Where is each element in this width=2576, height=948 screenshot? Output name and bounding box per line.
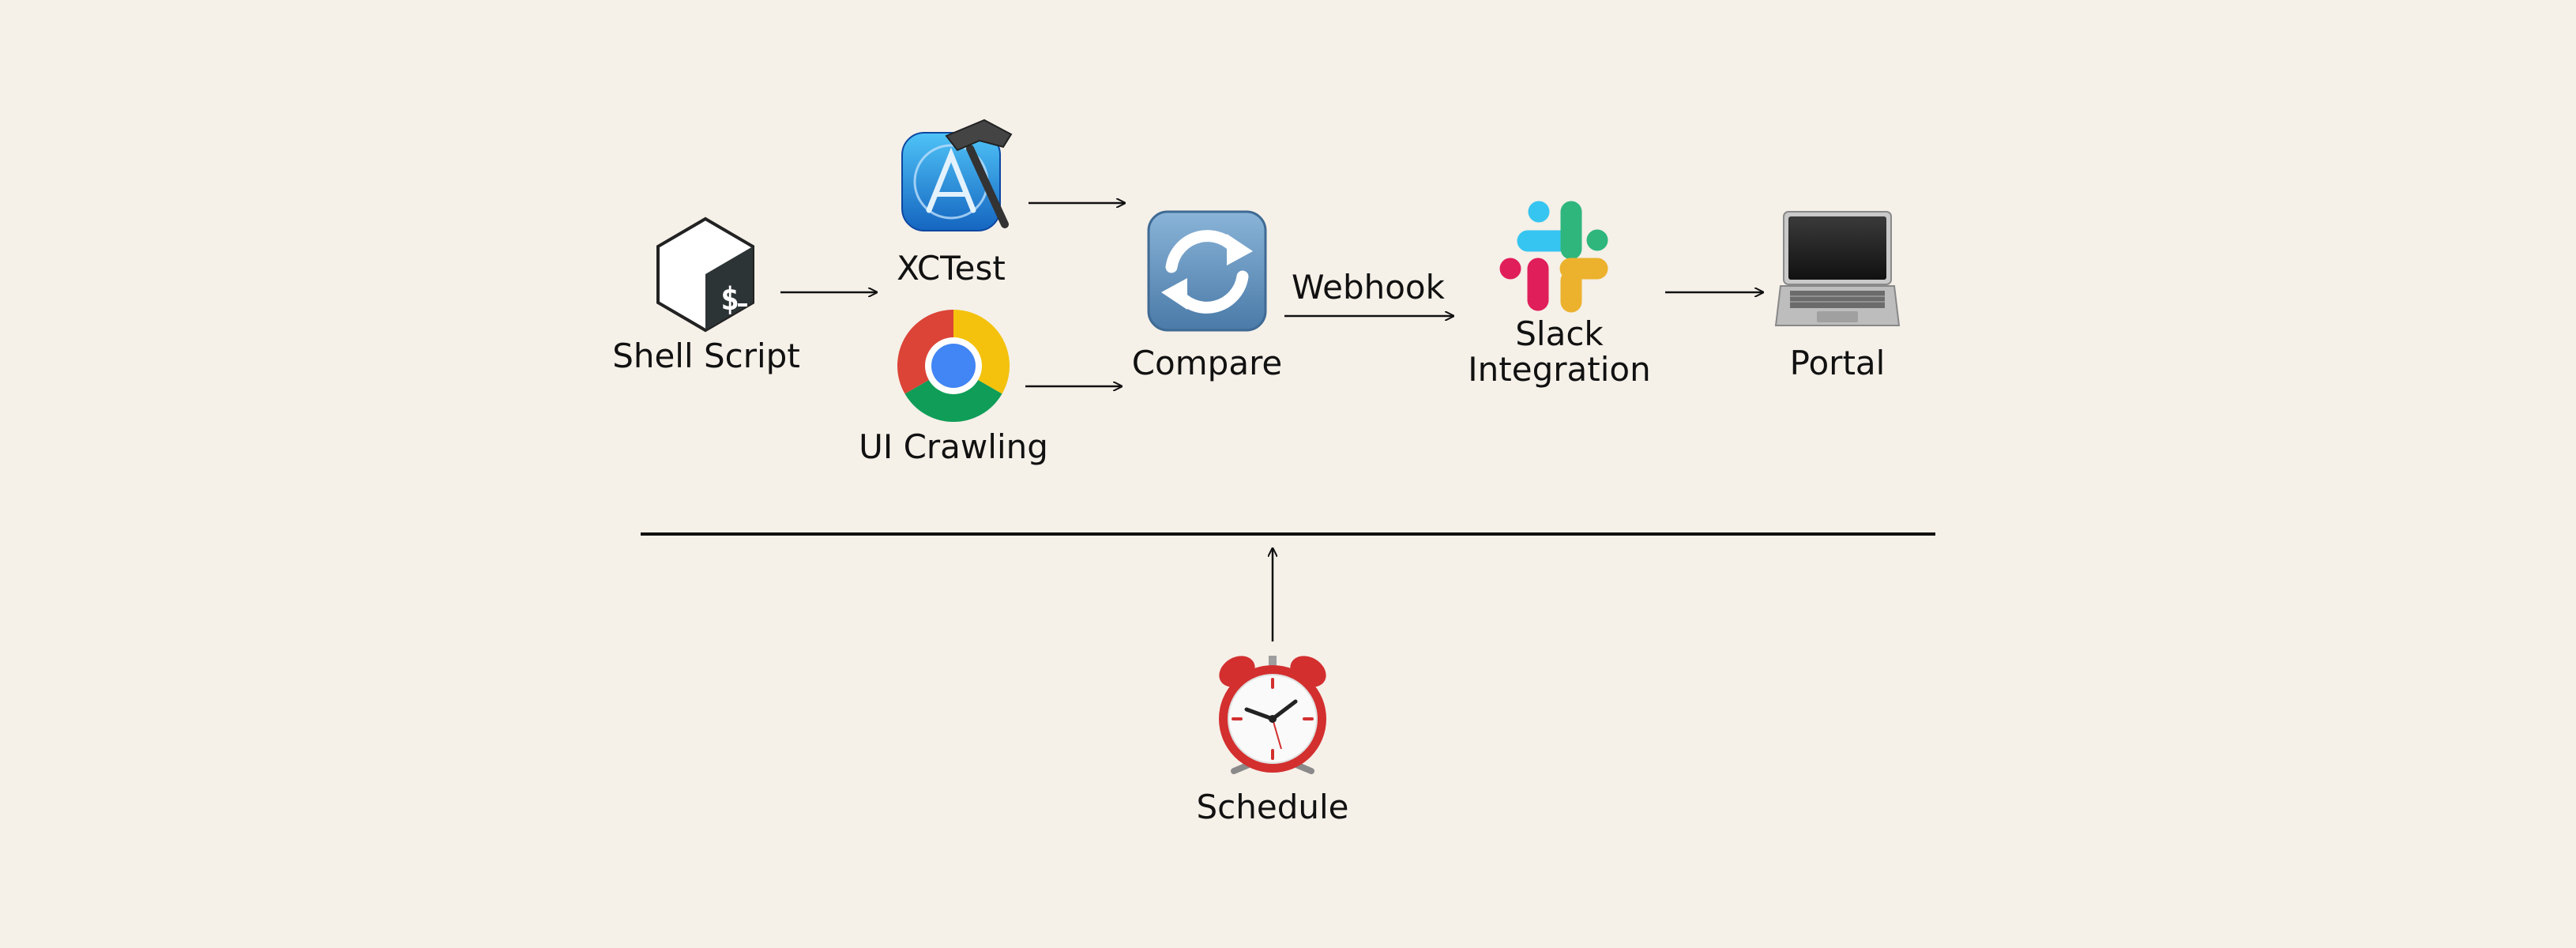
slack-icon	[1499, 201, 1608, 313]
node-schedule: Schedule	[1197, 656, 1349, 826]
node-slack-integration: Slack Integration	[1468, 201, 1651, 389]
node-shell-script: $ Shell Script	[612, 216, 800, 375]
slack-label-line2: Integration	[1468, 350, 1650, 389]
schedule-label: Schedule	[1197, 788, 1349, 826]
laptop-icon	[1774, 211, 1901, 326]
webhook-edge-label: Webhook	[1292, 268, 1446, 307]
bash-terminal-icon: $	[656, 216, 754, 333]
portal-label: Portal	[1790, 344, 1886, 382]
node-ui-crawling: UI Crawling	[859, 310, 1048, 466]
sync-arrows-icon	[1147, 210, 1267, 332]
node-xctest: XCTest	[897, 118, 1013, 288]
chrome-icon	[897, 310, 1010, 423]
shell-script-label: Shell Script	[612, 337, 800, 375]
node-compare: Compare	[1132, 210, 1283, 382]
svg-text:$: $	[720, 281, 739, 318]
ui-crawling-label: UI Crawling	[859, 427, 1048, 466]
xctest-label: XCTest	[897, 249, 1006, 288]
node-portal: Portal	[1774, 211, 1901, 382]
alarm-clock-icon	[1219, 656, 1326, 774]
xcode-icon	[901, 118, 1013, 231]
compare-label: Compare	[1132, 344, 1283, 382]
slack-label-line1: Slack	[1515, 314, 1604, 353]
connectors	[641, 203, 1935, 641]
